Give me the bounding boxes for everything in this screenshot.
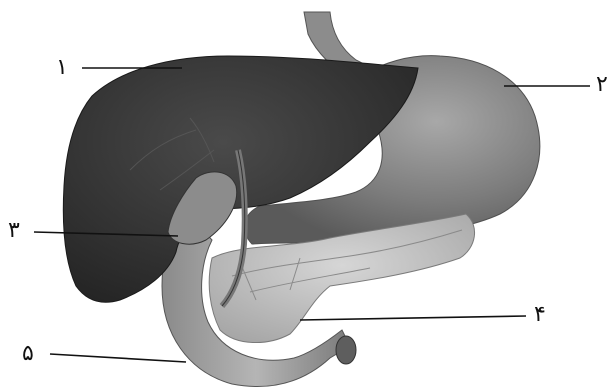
leader-line-4 bbox=[300, 316, 526, 320]
label-1: ۱ bbox=[56, 57, 68, 79]
label-2: ۲ bbox=[596, 74, 608, 96]
label-4: ۴ bbox=[534, 304, 546, 326]
duodenum-end bbox=[336, 336, 356, 364]
leader-line-5 bbox=[50, 354, 186, 362]
label-3: ۳ bbox=[8, 220, 20, 242]
label-5: ۵ bbox=[22, 343, 34, 365]
